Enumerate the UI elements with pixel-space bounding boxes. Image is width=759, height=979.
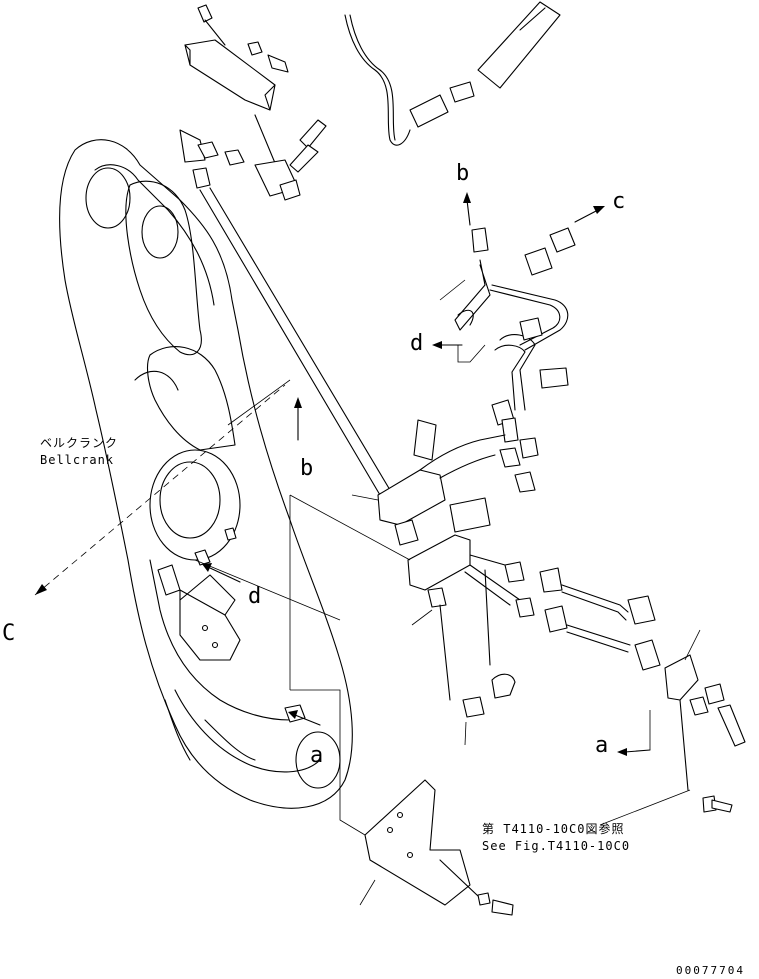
bellcrank-label-jp: ベルクランク xyxy=(40,436,118,450)
label-d-low: d xyxy=(248,584,261,609)
leader-lines xyxy=(194,279,701,906)
valve-block-assembly xyxy=(377,419,521,718)
top-hose-assembly xyxy=(179,1,561,496)
label-b-top: b xyxy=(456,161,469,186)
right-hose-assembly xyxy=(504,561,746,813)
label-c-left: C xyxy=(2,621,15,646)
top-mounting-bracket xyxy=(184,4,299,197)
label-a-low: a xyxy=(310,743,323,768)
label-b-mid: b xyxy=(300,456,313,481)
bellcrank-label-en: Bellcrank xyxy=(40,453,114,467)
reference-label-en: See Fig.T4110-10C0 xyxy=(482,839,630,853)
reference-callout: 第 T4110-10C0図参照 See Fig.T4110-10C0 xyxy=(482,821,630,853)
switch-bracket-on-bellcrank xyxy=(157,527,306,723)
reference-letters: b c d b d a a C xyxy=(2,161,625,768)
label-d-mid: d xyxy=(410,331,423,356)
reference-label-jp: 第 T4110-10C0図参照 xyxy=(482,821,624,836)
direction-arrows xyxy=(34,192,651,756)
tube-assembly-upper xyxy=(454,227,576,493)
bellcrank-body xyxy=(59,139,353,809)
label-a-right: a xyxy=(595,733,608,758)
bellcrank-callout: ベルクランク Bellcrank xyxy=(40,436,118,467)
label-c-top: c xyxy=(612,189,625,214)
drawing-number: 00077704 xyxy=(676,964,745,977)
lower-bracket xyxy=(364,779,514,916)
